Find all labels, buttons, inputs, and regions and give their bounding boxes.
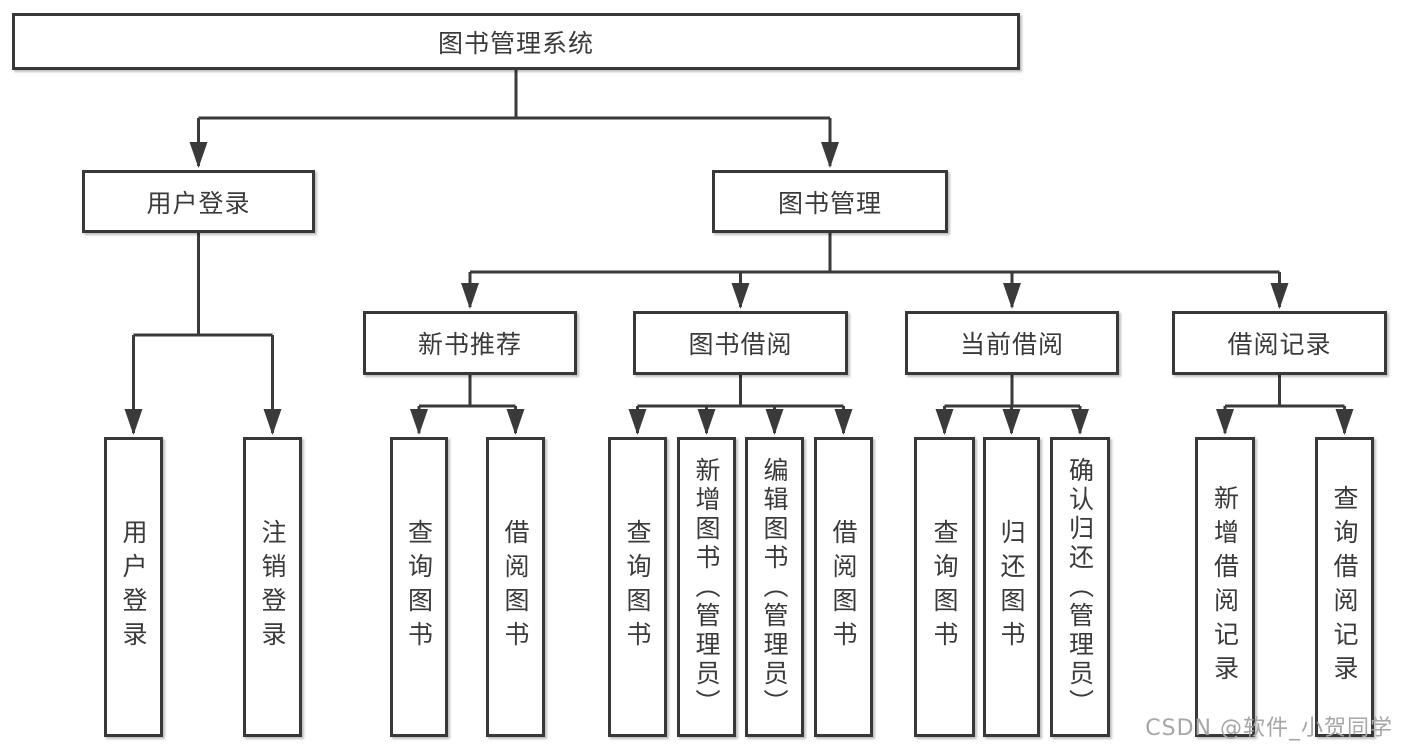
- node-label: 图书借阅: [688, 330, 793, 359]
- node-label: 编辑图书（管理员）: [760, 456, 789, 718]
- node-new-book-recommend: 新书推荐: [363, 311, 577, 375]
- leaf-borrow-books-recommend: 借阅图书: [486, 437, 545, 737]
- leaf-user-login: 用户登录: [104, 437, 163, 737]
- node-label: 用户登录: [146, 188, 251, 218]
- node-label: 查询借阅记录: [1330, 485, 1359, 689]
- node-book-management: 图书管理: [712, 170, 948, 233]
- node-label: 归还图书: [997, 519, 1026, 655]
- node-label: 注销登录: [258, 519, 287, 655]
- node-label: 确认归还（管理员）: [1065, 456, 1095, 718]
- node-book-borrowing: 图书借阅: [633, 311, 848, 375]
- node-label: 用户登录: [119, 519, 148, 655]
- leaf-query-books-borrowing: 查询图书: [608, 437, 667, 737]
- leaf-logout: 注销登录: [243, 437, 302, 737]
- leaf-return-books: 归还图书: [983, 437, 1040, 737]
- csdn-watermark: CSDN @软件_小贺同学: [1145, 716, 1393, 741]
- node-label: 借阅记录: [1227, 330, 1332, 359]
- leaf-add-borrow-record: 新增借阅记录: [1195, 437, 1255, 737]
- node-label: 图书管理: [777, 188, 882, 218]
- node-label: 借阅图书: [829, 519, 858, 655]
- node-borrowing-records: 借阅记录: [1172, 311, 1387, 375]
- node-label: 新增图书（管理员）: [692, 456, 721, 718]
- node-label: 查询图书: [404, 519, 434, 655]
- leaf-query-borrow-record: 查询借阅记录: [1315, 437, 1374, 737]
- node-label: 新增借阅记录: [1210, 485, 1240, 689]
- node-label: 查询图书: [623, 519, 652, 655]
- leaf-borrow-books: 借阅图书: [814, 437, 873, 737]
- leaf-query-books-recommend: 查询图书: [390, 437, 448, 737]
- node-label: 借阅图书: [501, 519, 530, 655]
- node-label: 当前借阅: [959, 330, 1064, 359]
- leaf-add-books-admin: 新增图书（管理员）: [677, 437, 736, 737]
- leaf-edit-books-admin: 编辑图书（管理员）: [745, 437, 804, 737]
- node-label: 查询图书: [930, 519, 959, 655]
- node-label: 新书推荐: [417, 330, 522, 359]
- node-label: 图书管理系统: [437, 28, 594, 58]
- leaf-confirm-return-admin: 确认归还（管理员）: [1050, 437, 1110, 737]
- leaf-query-books-current: 查询图书: [914, 437, 975, 737]
- node-current-borrowing: 当前借阅: [905, 311, 1119, 375]
- node-system-root: 图书管理系统: [12, 13, 1020, 70]
- node-user-login: 用户登录: [82, 170, 315, 233]
